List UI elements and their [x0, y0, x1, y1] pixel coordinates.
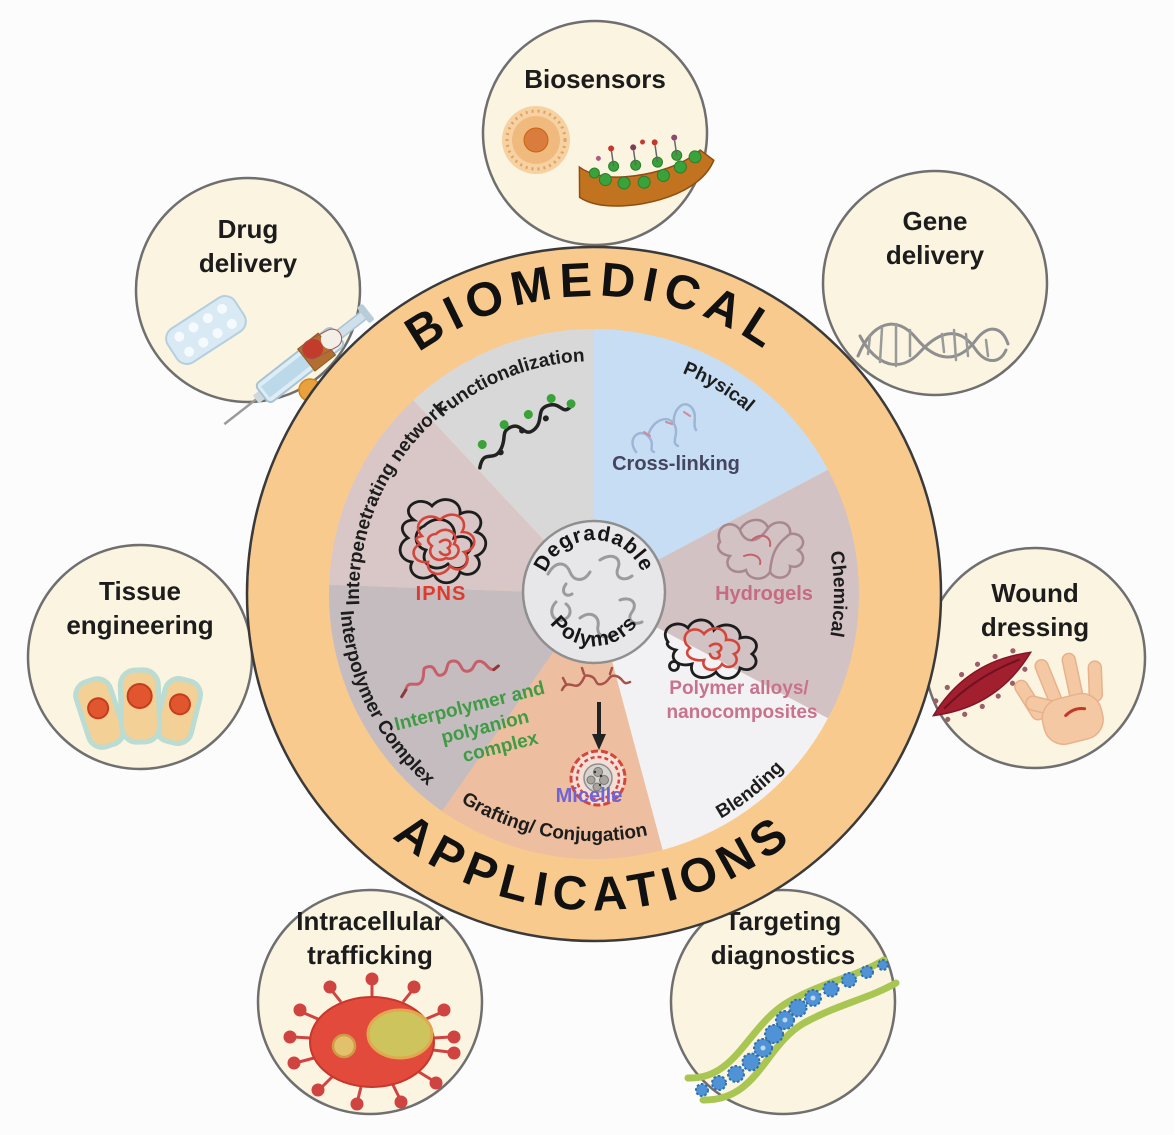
satellite-biosensors: Biosensors	[481, 19, 715, 247]
wedge-chemical	[594, 469, 859, 719]
micelle-icon	[569, 749, 627, 807]
wedge-interpenetrating	[329, 400, 594, 594]
virus-cell-icon	[283, 972, 461, 1111]
targeting-diagnostics-label-1: Targeting	[725, 906, 842, 936]
wound-dressing-label-1: Wound	[991, 578, 1079, 608]
physical-crosslink-icon	[631, 403, 698, 454]
rim-label-chemical: Chemical	[825, 550, 850, 639]
intracellular-trafficking-label-1: Intracellular	[296, 906, 443, 936]
micelle-formation-icon	[560, 666, 632, 807]
label-polymer-alloys-2: nanocomposites	[667, 702, 818, 723]
nanoparticle-chain-icon	[684, 956, 900, 1104]
intracellular-trafficking-label-2: trafficking	[307, 940, 433, 970]
label-cross-linking: Cross-linking	[612, 453, 740, 475]
satellite-targeting-diagnostics: Targeting diagnostics	[669, 888, 900, 1116]
biosensors-label: Biosensors	[524, 64, 666, 94]
wound-icon	[931, 648, 1033, 722]
gene-delivery-circle	[821, 169, 1049, 397]
arrow-head	[592, 734, 606, 750]
targeting-diagnostics-label-2: diagnostics	[711, 940, 855, 970]
biosensor-chip-icon	[578, 134, 715, 207]
tissue-engineering-label-1: Tissue	[99, 576, 181, 606]
center-hub	[521, 519, 667, 665]
satellite-tissue-engineering: Tissue engineering	[26, 543, 254, 771]
blister-pack-icon	[165, 295, 247, 365]
gene-delivery-label-1: Gene	[902, 206, 967, 236]
cell-icon	[502, 106, 570, 174]
dna-helix-icon	[856, 322, 1010, 368]
label-hydrogels: Hydrogels	[715, 583, 813, 605]
wound-dressing-label-2: dressing	[981, 612, 1089, 642]
tissue-engineering-label-2: engineering	[66, 610, 213, 640]
hand-icon	[1014, 652, 1104, 745]
ipn-tangle-icon	[398, 498, 488, 585]
label-ipns: IPNS	[416, 583, 467, 605]
drug-delivery-label-1: Drug	[218, 214, 279, 244]
cells-icon	[73, 667, 203, 750]
satellite-intracellular-trafficking: Intracellular trafficking	[256, 888, 484, 1116]
hydrogel-network-icon	[716, 518, 805, 580]
drug-delivery-circle	[134, 176, 362, 404]
polymer-alloy-tangle-icon	[664, 618, 758, 680]
polymer-squiggles-icon	[546, 554, 644, 639]
label-micelle: Micelle	[556, 785, 623, 807]
drug-delivery-label-2: delivery	[199, 248, 298, 278]
wedge-physical	[594, 329, 828, 594]
wedge-interpolymer	[329, 584, 594, 812]
satellite-gene-delivery: Gene delivery	[821, 169, 1049, 397]
satellite-wound-dressing: Wound dressing	[923, 546, 1147, 770]
functionalized-polymer-icon	[477, 393, 576, 470]
wedge-blending	[594, 594, 828, 850]
capsule-red-white-icon	[301, 328, 343, 360]
interpolymer-chain-icon	[400, 659, 500, 699]
label-polymer-alloys-1: Polymer alloys/	[669, 678, 809, 699]
wheel: Functionalization Physical Chemical Inte…	[245, 245, 943, 943]
gene-delivery-label-2: delivery	[886, 240, 985, 270]
